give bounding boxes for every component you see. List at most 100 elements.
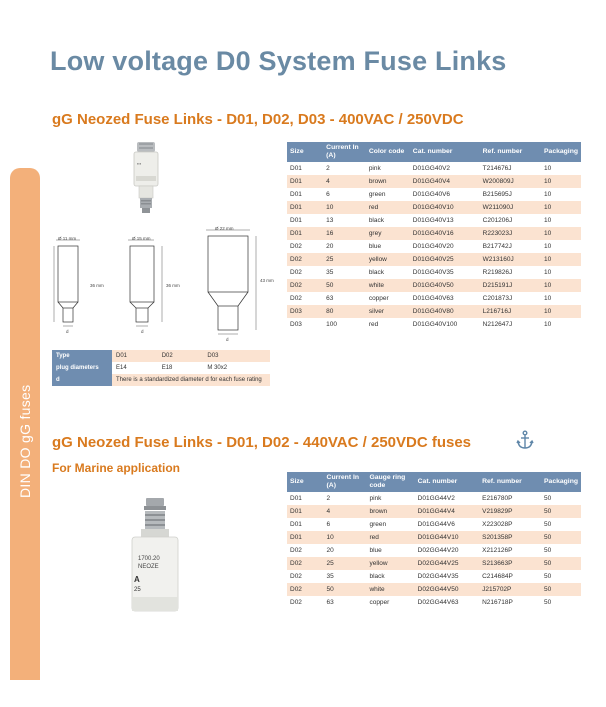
d03-height-label: 43 mm — [260, 278, 274, 283]
table-cell: E216780P — [479, 492, 541, 505]
table-cell: 10 — [541, 240, 581, 253]
table-cell: 2 — [323, 162, 366, 175]
table-cell: D02 — [287, 583, 324, 596]
table-cell: D02 — [287, 557, 324, 570]
col-ref-number: Ref. number — [479, 472, 541, 492]
side-tab: DIN DO gG fuses — [10, 168, 40, 680]
table-cell: brown — [366, 505, 415, 518]
table-cell: 80 — [323, 305, 366, 318]
table-cell: D01 — [287, 518, 324, 531]
table-cell: N216718P — [479, 596, 541, 609]
table-cell: 10 — [541, 162, 581, 175]
table-cell: copper — [366, 596, 415, 609]
table-cell: 10 — [541, 279, 581, 292]
table-cell: yellow — [366, 557, 415, 570]
svg-text:▪▪▪: ▪▪▪ — [137, 161, 142, 166]
table-cell: blue — [366, 544, 415, 557]
table-cell: brown — [365, 175, 410, 188]
table-cell: V219829P — [479, 505, 541, 518]
table-cell: W213160J — [479, 253, 541, 266]
neozed-400v-table: Size Current In (A) Color code Cat. numb… — [287, 142, 581, 331]
table-cell: D01GG40V63 — [409, 292, 480, 305]
table-cell: 10 — [541, 292, 581, 305]
table-cell: D01GG44V6 — [414, 518, 480, 531]
table-cell: W200809J — [479, 175, 541, 188]
table-cell: green — [365, 188, 410, 201]
table-cell: T214676J — [479, 162, 541, 175]
table-cell: copper — [365, 292, 410, 305]
table-cell: 63 — [323, 596, 367, 609]
col-cat-number: Cat. number — [414, 472, 480, 492]
table-cell: 50 — [541, 557, 581, 570]
anchor-icon — [516, 430, 534, 449]
table-cell: 50 — [541, 596, 581, 609]
table-cell: D02GG44V63 — [414, 596, 480, 609]
table-cell: black — [365, 214, 410, 227]
table-cell: D215191J — [479, 279, 541, 292]
table-cell: 50 — [541, 531, 581, 544]
table-cell: 25 — [323, 253, 366, 266]
d02-height-label: 36 mm — [166, 283, 180, 288]
table-cell: 10 — [541, 266, 581, 279]
table-cell: 20 — [323, 240, 366, 253]
table-cell: J215702P — [479, 583, 541, 596]
table-cell: D01 — [287, 531, 324, 544]
table-cell: 100 — [323, 318, 366, 331]
table-cell: silver — [365, 305, 410, 318]
table-cell: white — [365, 279, 410, 292]
fuse-label-line-2: NEOZE — [138, 564, 159, 570]
table-cell: B215695J — [479, 188, 541, 201]
table-cell: D01GG40V6 — [409, 188, 480, 201]
table-cell: D01GG40V10 — [409, 201, 480, 214]
table-cell: D03 — [287, 318, 324, 331]
table-cell: B217742J — [479, 240, 541, 253]
table-cell: 10 — [541, 175, 581, 188]
col-size: Size — [287, 142, 324, 162]
section2-subheading: For Marine application — [52, 461, 181, 475]
table-cell: white — [366, 583, 415, 596]
table-cell: 10 — [323, 201, 366, 214]
table-cell: W211090J — [479, 201, 541, 214]
plug-label: plug diameters — [52, 362, 112, 374]
table-cell: 4 — [323, 505, 367, 518]
table-cell: D02 — [287, 292, 324, 305]
table-cell: S201358P — [479, 531, 541, 544]
section2-heading: gG Neozed Fuse Links - D01, D02 - 440VAC… — [52, 434, 472, 451]
table-cell: 10 — [541, 227, 581, 240]
table-cell: green — [366, 518, 415, 531]
table-cell: 50 — [323, 279, 366, 292]
type-d01: D01 — [112, 350, 158, 362]
table-cell: D02 — [287, 279, 324, 292]
section1-heading: gG Neozed Fuse Links - D01, D02, D03 - 4… — [52, 111, 464, 128]
table-cell: 50 — [541, 505, 581, 518]
table-cell: black — [366, 570, 415, 583]
fuse-label-line-3: A — [134, 575, 140, 584]
table-cell: D02GG44V25 — [414, 557, 480, 570]
table-cell: 10 — [541, 318, 581, 331]
d01-diameter-label: Ø 11 mm — [58, 236, 77, 241]
plug-d01: E14 — [112, 362, 158, 374]
col-current: Current In (A) — [323, 142, 366, 162]
table-header-row: Size Current In (A) Color code Cat. numb… — [287, 142, 581, 162]
table-cell: grey — [365, 227, 410, 240]
col-color-code: Color code — [365, 142, 410, 162]
table-cell: D01GG40V35 — [409, 266, 480, 279]
plug-d03: M 30x2 — [203, 362, 270, 374]
fuse-photo-large: 1700.20 NEOZE A 25 — [131, 498, 179, 612]
d01-d-label: d — [66, 329, 69, 334]
d03-diameter-label: Ø 22 mm — [215, 226, 234, 231]
table-cell: D03 — [287, 305, 324, 318]
table-cell: D01GG40V100 — [409, 318, 480, 331]
table-cell: red — [366, 531, 415, 544]
table-cell: S213663P — [479, 557, 541, 570]
